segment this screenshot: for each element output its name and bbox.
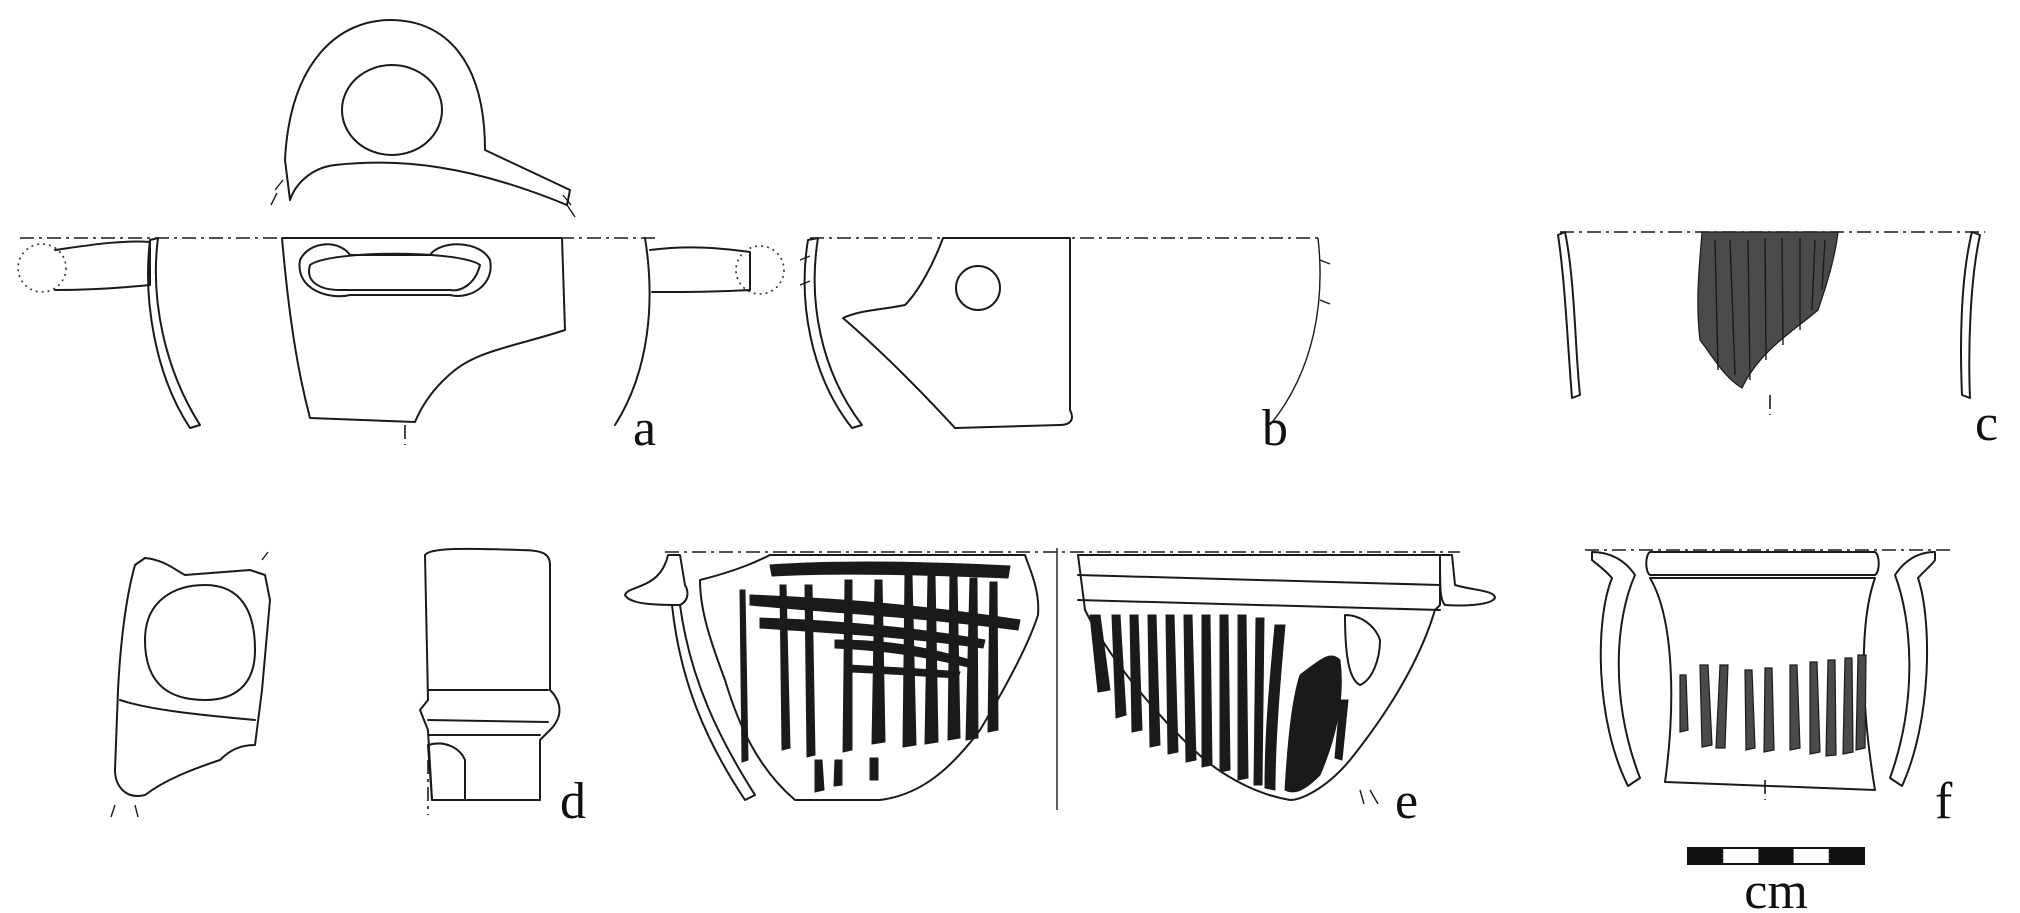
vessel-e-exterior-fragment — [699, 554, 1040, 801]
vessel-a-handle-hole — [341, 64, 443, 156]
vessel-f-right-wall — [1889, 551, 1936, 787]
label-b: b — [1262, 400, 1288, 457]
vessel-f-decoration — [1679, 654, 1867, 757]
vessel-e-break-marks — [1359, 789, 1379, 805]
vessel-d-front-chip — [427, 742, 466, 801]
vessel-c-left-wall — [1557, 231, 1581, 399]
vessel-a-left-handle-section — [17, 243, 67, 293]
label-d: d — [560, 773, 586, 830]
label-a: a — [633, 400, 656, 457]
vessel-d-front-view — [419, 547, 561, 801]
vessel-d-side-view — [114, 557, 271, 797]
vessel-b-break-marks — [799, 255, 1331, 305]
vessel-d-front-band — [427, 689, 549, 736]
vessel-a-handle-top-view — [284, 19, 571, 206]
vessel-e-left-wall — [671, 604, 756, 801]
vessel-e-drip — [1344, 614, 1381, 686]
vessel-a-left-wall — [147, 237, 201, 429]
vessel-d-lower-band — [119, 699, 256, 721]
label-f: f — [1935, 773, 1953, 830]
vessel-a-body-fragment — [281, 237, 566, 423]
vessel-a: a — [17, 19, 785, 457]
vessel-d: d — [110, 547, 586, 830]
vessel-f-left-wall — [1591, 551, 1641, 787]
vessel-b-body-fragment — [842, 237, 1073, 429]
vessel-a-right-handle-section — [735, 245, 785, 295]
vessel-a-left-handle — [54, 240, 151, 291]
vessel-d-break-marks — [110, 551, 269, 818]
vessel-e-interior-paint — [1089, 614, 1349, 793]
vessel-b-left-wall — [803, 237, 863, 429]
vessel-a-handle-attachment — [298, 243, 492, 298]
label-c: c — [1975, 395, 1998, 452]
vessel-b: b — [799, 237, 1331, 457]
vessel-d-handle-loop — [144, 584, 256, 701]
vessel-e-interior-rim — [1077, 574, 1441, 611]
vessel-a-handle-band — [308, 252, 481, 292]
vessel-f-body — [1649, 577, 1876, 791]
vessel-c-slip-streaks — [1714, 237, 1826, 381]
label-e: e — [1395, 773, 1418, 830]
vessel-b-right-wall — [1269, 237, 1321, 426]
vessel-f: f — [1585, 549, 1953, 830]
vessel-f-rim — [1645, 551, 1880, 576]
vessel-b-knob — [955, 265, 1001, 311]
vessel-a-right-wall — [614, 237, 651, 426]
scale-segment-1 — [1688, 848, 1724, 864]
scale-unit-label: cm — [1744, 863, 1808, 913]
vessel-e: e — [624, 548, 1496, 830]
vessel-c-decorated-fragment — [1697, 231, 1839, 389]
scale-segment-5 — [1828, 848, 1864, 864]
vessel-c: c — [1557, 231, 1998, 452]
scale-segment-3 — [1758, 848, 1794, 864]
vessel-e-exterior-paint — [739, 561, 1021, 793]
vessel-e-left-lug — [624, 554, 689, 606]
vessel-a-break-marks — [270, 179, 576, 218]
vessel-e-right-lug — [1439, 554, 1496, 607]
scale-bar: cm — [1687, 847, 1865, 913]
vessel-c-right-wall — [1960, 231, 1981, 399]
vessel-a-right-handle — [649, 246, 751, 293]
vessel-e-interior-fragment — [1077, 554, 1441, 801]
